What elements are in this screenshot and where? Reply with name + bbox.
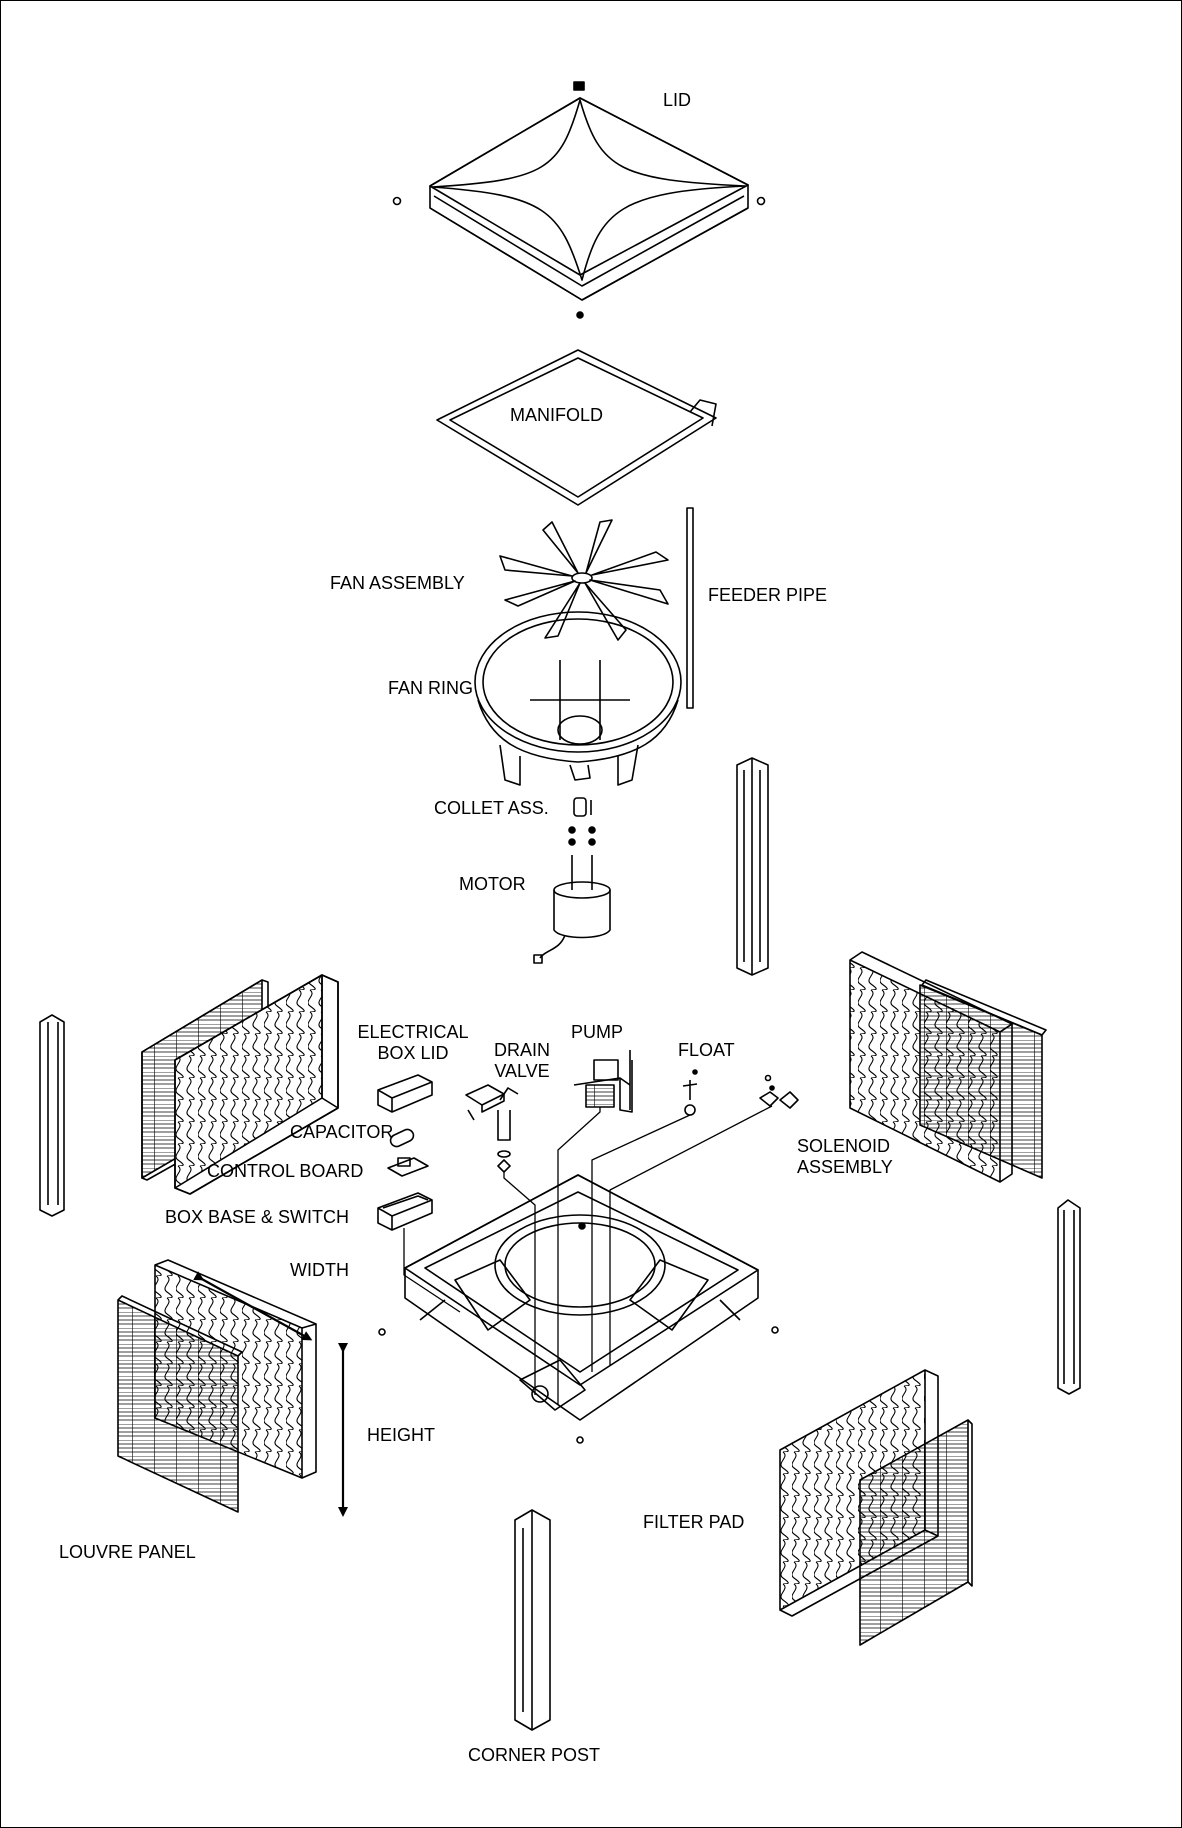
base-tray-part [378, 1174, 779, 1444]
label-height: HEIGHT [367, 1425, 436, 1445]
label-feeder-pipe: FEEDER PIPE [708, 585, 828, 605]
leader-lines [403, 1105, 773, 1405]
label-fan-assembly: FAN ASSEMBLY [330, 573, 465, 593]
solenoid-part [759, 1074, 799, 1109]
electrical-box-lid-part [377, 1074, 433, 1113]
label-louvre-panel: LOUVRE PANEL [59, 1542, 196, 1562]
label-solenoid-assembly: SOLENOID ASSEMBLY [797, 1136, 893, 1178]
label-solenoid-line2: ASSEMBLY [797, 1157, 893, 1177]
label-fan-ring: FAN RING [388, 678, 474, 698]
label-pump: PUMP [571, 1022, 624, 1042]
lid-part [392, 81, 766, 319]
label-collet-ass: COLLET ASS. [434, 798, 549, 818]
label-corner-post: CORNER POST [468, 1745, 601, 1765]
label-float: FLOAT [678, 1040, 735, 1060]
label-electrical-box-lid-line1: ELECTRICAL [357, 1022, 469, 1042]
feeder-pipe-part [686, 507, 694, 709]
label-electrical-box-lid: ELECTRICAL BOX LID [353, 1022, 473, 1064]
label-solenoid-line1: SOLENOID [797, 1136, 891, 1156]
label-control-board: CONTROL BOARD [207, 1161, 364, 1181]
drain-valve-part [465, 1084, 519, 1173]
manifold-part [436, 349, 717, 506]
label-electrical-box-lid-line2: BOX LID [377, 1043, 449, 1063]
label-capacitor: CAPACITOR [290, 1122, 394, 1142]
float-part [682, 1069, 698, 1116]
capacitor-part [389, 1128, 415, 1148]
label-width: WIDTH [290, 1260, 349, 1280]
label-drain-valve: DRAIN VALVE [487, 1040, 557, 1082]
label-filter-pad: FILTER PAD [643, 1512, 745, 1532]
fan-assembly-part [499, 519, 669, 641]
corner-post-part [39, 757, 1081, 1731]
dimension-arrows [193, 1271, 348, 1517]
pump-part [573, 1050, 633, 1113]
label-drain-valve-line2: VALVE [494, 1061, 550, 1081]
box-base-part [377, 1192, 433, 1231]
label-lid: LID [663, 90, 692, 110]
label-drain-valve-line1: DRAIN [493, 1040, 550, 1060]
label-box-base-switch: BOX BASE & SWITCH [165, 1207, 350, 1227]
control-board-part [387, 1157, 429, 1177]
label-manifold: MANIFOLD [510, 405, 604, 425]
fan-ring-part [474, 611, 682, 786]
label-motor: MOTOR [459, 874, 526, 894]
collet-part [568, 797, 596, 846]
motor-part [533, 855, 611, 964]
